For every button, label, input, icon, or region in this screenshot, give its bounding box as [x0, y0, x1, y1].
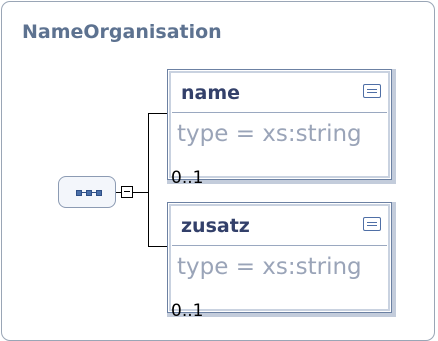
- element-box-zusatz[interactable]: zusatz type = xs:string: [167, 202, 396, 317]
- cardinality-name: 0..1: [171, 168, 204, 188]
- collapse-toggle-icon[interactable]: [121, 186, 133, 198]
- connector-to-name: [148, 113, 167, 114]
- connector-vertical-branch: [148, 113, 149, 247]
- sequence-icon: [76, 190, 102, 196]
- element-type: type = xs:string: [177, 254, 362, 280]
- element-name: zusatz: [181, 215, 250, 237]
- connector-toggle-to-branch: [133, 192, 148, 193]
- connector-seq-to-toggle: [116, 192, 121, 193]
- diagram-title: NameOrganisation: [22, 21, 222, 43]
- element-header: zusatz: [172, 207, 387, 246]
- element-box-name[interactable]: name type = xs:string: [167, 69, 396, 184]
- cardinality-zusatz: 0..1: [171, 301, 204, 321]
- element-type: type = xs:string: [177, 121, 362, 147]
- documentation-icon[interactable]: [363, 84, 381, 98]
- sequence-compositor[interactable]: [58, 176, 116, 208]
- documentation-icon[interactable]: [363, 217, 381, 231]
- element-name: name: [181, 82, 241, 104]
- connector-to-zusatz: [148, 246, 167, 247]
- element-header: name: [172, 74, 387, 113]
